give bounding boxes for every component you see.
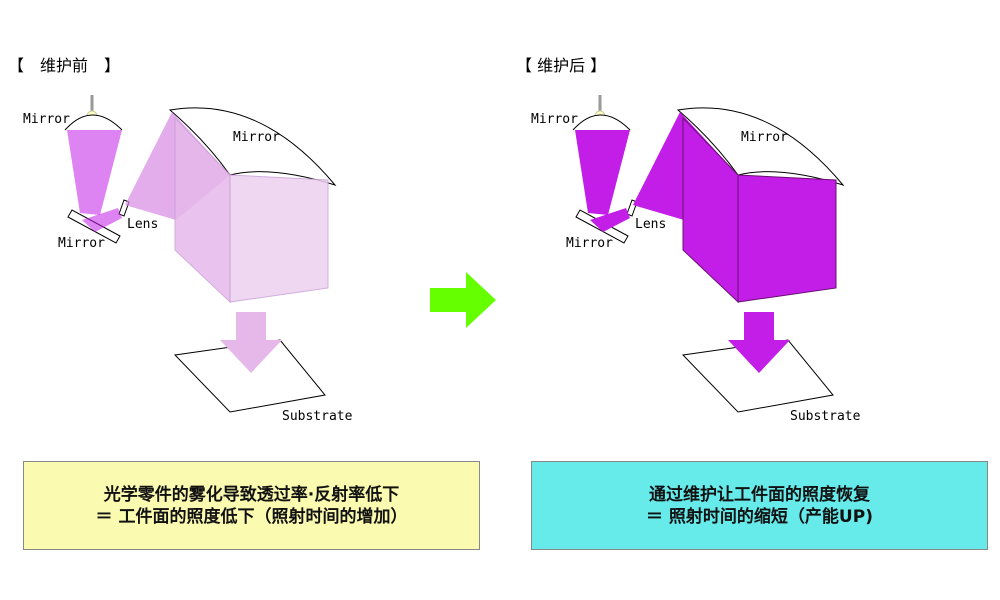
lens-beam [82, 208, 122, 232]
box-right [737, 174, 837, 303]
before-caption-line2: ＝ 工件面的照度低下（照射时间的增加） [95, 506, 408, 527]
after-label-lens: Lens [635, 217, 667, 232]
lamp-beam [67, 130, 122, 215]
after-caption-line1: 通过维护让工件面的照度恢复 [649, 484, 870, 505]
before-diagram [63, 93, 337, 414]
before-label-mirror-upper: Mirror [233, 130, 280, 145]
box-right [229, 174, 329, 303]
after-label-mirror-lower: Mirror [566, 236, 613, 251]
after-title: 【 维护后 】 [516, 56, 607, 75]
before-caption-line1: 光学零件的雾化导致透过率·反射率低下 [103, 484, 400, 505]
before-caption: 光学零件的雾化导致透过率·反射率低下 ＝ 工件面的照度低下（照射时间的增加） [23, 461, 480, 550]
lamp-beam [575, 130, 630, 215]
before-label-substrate: Substrate [282, 409, 353, 424]
after-caption-line2: ＝ 照射时间的缩短（产能UP) [646, 506, 873, 527]
after-label-substrate: Substrate [790, 409, 861, 424]
before-label-mirror-lower: Mirror [58, 236, 105, 251]
after-label-mirror-upper: Mirror [741, 130, 788, 145]
down-arrow [728, 312, 790, 373]
before-label-lens: Lens [127, 217, 159, 232]
before-label-mirror-top: Mirror [23, 112, 70, 127]
after-diagram [571, 93, 845, 414]
transition-arrow [430, 272, 496, 328]
before-title: 【 维护前 】 [8, 56, 121, 75]
lens-beam [590, 208, 630, 232]
after-caption: 通过维护让工件面的照度恢复 ＝ 照射时间的缩短（产能UP) [531, 461, 988, 550]
after-label-mirror-top: Mirror [531, 112, 578, 127]
down-arrow [220, 312, 282, 373]
